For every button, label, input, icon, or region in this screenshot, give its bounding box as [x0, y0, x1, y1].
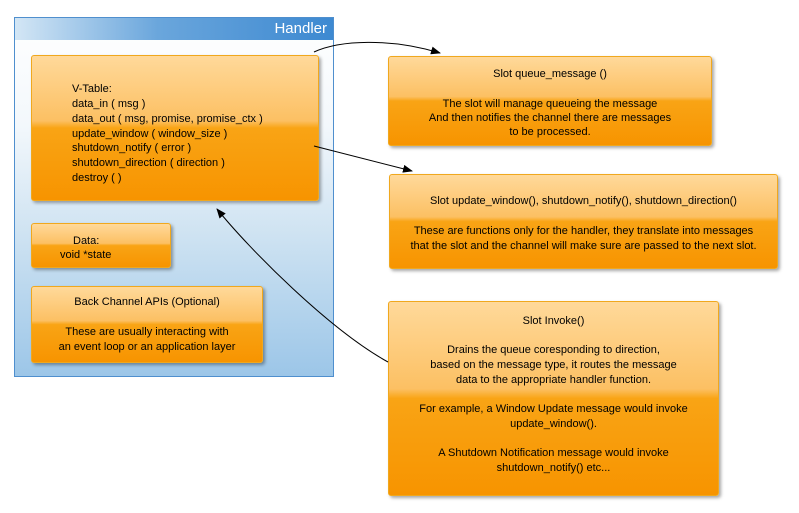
- vtable-item-data-in: data_in ( msg ): [72, 98, 146, 110]
- vtable-item-destroy: destroy ( ): [72, 172, 122, 184]
- slot-invoke-title: Slot Invoke(): [522, 315, 585, 327]
- vtable-item-data-out: data_out ( msg, promise, promise_ctx ): [72, 113, 263, 125]
- slot-invoke-text-5: update_window().: [510, 418, 597, 430]
- slot-queue-message-text-2: And then notifies the channel there are …: [428, 112, 672, 124]
- arrow-invoke-to-vtable: [216, 208, 389, 363]
- slot-invoke-text-7: shutdown_notify() etc...: [496, 462, 611, 474]
- back-channel-text-1: These are usually interacting with: [65, 326, 229, 338]
- data-box: Data: void *state: [31, 223, 171, 268]
- arrow-to-queue-message: [313, 41, 441, 55]
- slot-update-window-text-1: These are functions only for the handler…: [413, 225, 754, 237]
- slot-update-window-box: Slot update_window(), shutdown_notify(),…: [389, 174, 778, 269]
- slot-queue-message-text-3: to be processed.: [509, 126, 591, 138]
- vtable-item-update-window: update_window ( window_size ): [72, 128, 228, 140]
- vtable-heading: V-Table:: [72, 83, 112, 95]
- vtable-box: V-Table: data_in ( msg ) data_out ( msg,…: [31, 55, 319, 201]
- handler-title: Handler: [15, 18, 333, 40]
- slot-queue-message-title: Slot queue_message (): [493, 68, 607, 80]
- slot-invoke-box: Slot Invoke() Drains the queue corespond…: [388, 301, 719, 496]
- slot-queue-message-box: Slot queue_message () The slot will mana…: [388, 56, 712, 146]
- slot-update-window-text-2: that the slot and the channel will make …: [410, 240, 757, 252]
- slot-invoke-text-1: Drains the queue coresponding to directi…: [447, 344, 660, 356]
- vtable-item-shutdown-direction: shutdown_direction ( direction ): [72, 157, 225, 169]
- slot-update-window-title: Slot update_window(), shutdown_notify(),…: [430, 195, 737, 207]
- data-heading: Data:: [73, 235, 100, 247]
- arrow-to-update-window: [313, 145, 413, 173]
- slot-invoke-text-4: For example, a Window Update message wou…: [419, 403, 688, 415]
- slot-invoke-text-2: based on the message type, it routes the…: [430, 359, 677, 371]
- slot-invoke-text-3: data to the appropriate handler function…: [455, 374, 652, 386]
- back-channel-box: Back Channel APIs (Optional) These are u…: [31, 286, 263, 363]
- back-channel-text-2: an event loop or an application layer: [58, 341, 236, 353]
- data-state: void *state: [60, 249, 112, 261]
- vtable-item-shutdown-notify: shutdown_notify ( error ): [72, 142, 192, 154]
- slot-invoke-text-6: A Shutdown Notification message would in…: [438, 447, 669, 459]
- back-channel-title: Back Channel APIs (Optional): [74, 296, 220, 308]
- slot-queue-message-text-1: The slot will manage queueing the messag…: [442, 98, 658, 110]
